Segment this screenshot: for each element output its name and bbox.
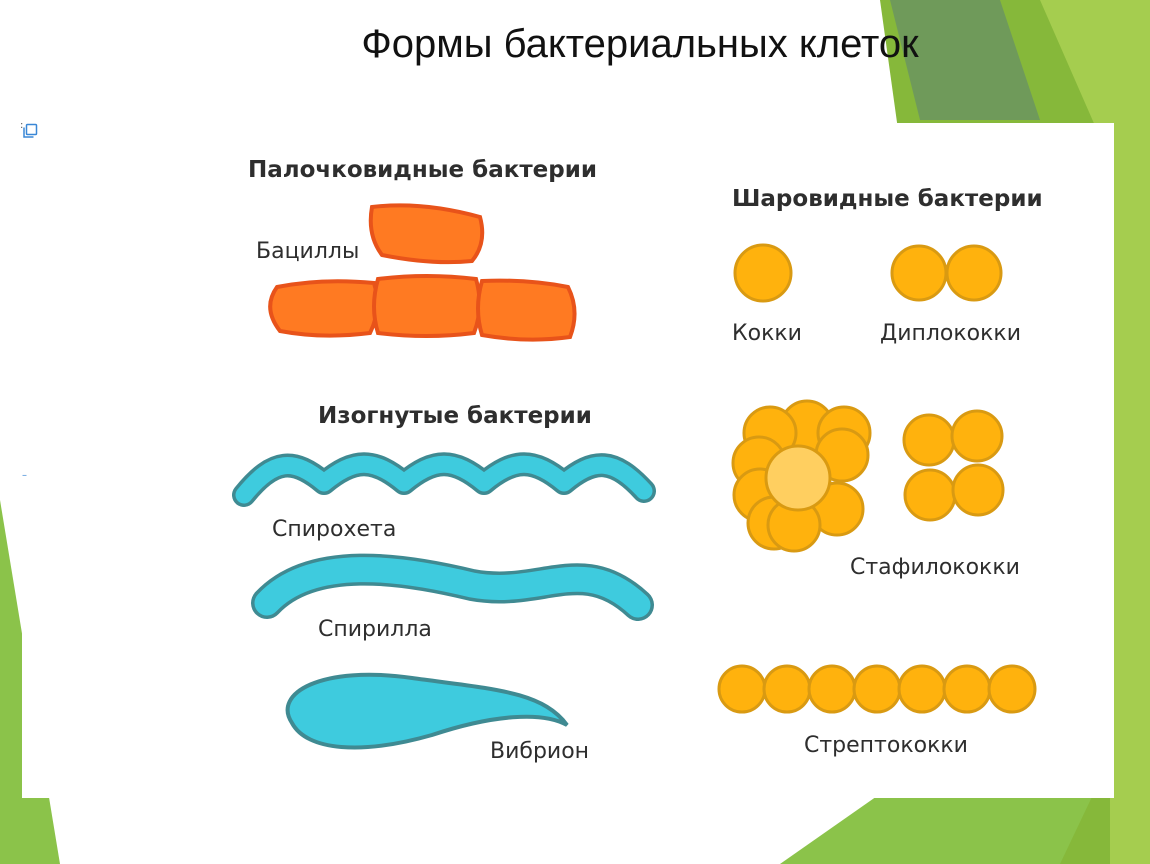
strep-cell <box>762 664 812 714</box>
label-bacilli: Бациллы <box>256 239 360 264</box>
spirochete-shape <box>232 452 656 507</box>
bacteria-drawing <box>232 203 1037 750</box>
staphylococcus-square <box>902 409 1005 522</box>
staphylococcus-cluster <box>731 399 872 553</box>
vibrio-shape <box>285 672 569 750</box>
spirilla-shape <box>251 553 654 621</box>
staph-square-cell <box>902 413 956 467</box>
heading-curved-bacteria: Изогнутые бактерии <box>318 403 592 429</box>
staph-square-cell <box>950 409 1004 463</box>
coccus <box>733 243 793 303</box>
label-staphylococci: Стафилококки <box>850 555 1020 580</box>
diplococcus-right <box>945 244 1003 302</box>
diplococcus-group <box>890 244 1003 302</box>
coccus-group <box>733 243 793 303</box>
streptococcus-chain <box>717 664 1037 714</box>
strep-cell <box>897 664 947 714</box>
staph-square-cell <box>903 468 957 522</box>
side-mark: : <box>20 120 24 131</box>
bacilli-group <box>268 203 577 342</box>
label-diplococci: Диплококки <box>880 321 1022 346</box>
green-band-mid <box>890 0 1040 120</box>
copy-icon[interactable] <box>22 123 38 139</box>
green-band-bottom <box>780 780 1100 864</box>
label-vibrio: Вибрион <box>490 739 590 764</box>
label-spirochete: Спирохета <box>272 517 397 542</box>
strep-cell <box>987 664 1037 714</box>
staph-square-cell <box>951 463 1005 517</box>
side-dash: – <box>22 470 27 481</box>
strep-cell <box>717 664 767 714</box>
bacillus-chain-2 <box>372 274 482 338</box>
diplococcus-left <box>890 244 948 302</box>
strep-cell <box>942 664 992 714</box>
heading-rod-bacteria: Палочковидные бактерии <box>248 157 597 183</box>
strep-cell <box>807 664 857 714</box>
bacillus-chain-3 <box>476 278 577 342</box>
label-spirilla: Спирилла <box>318 617 432 642</box>
bacillus-chain-1 <box>268 279 380 338</box>
staph-center <box>764 444 832 512</box>
spirilla-fill <box>254 557 651 618</box>
label-cocci: Кокки <box>732 321 802 346</box>
strep-cell <box>852 664 902 714</box>
heading-spherical-bacteria: Шаровидные бактерии <box>732 186 1043 212</box>
label-streptococci: Стрептококки <box>804 733 968 758</box>
slide-title: Формы бактериальных клеток <box>361 22 919 66</box>
spirochete-fill <box>235 455 653 504</box>
diagram-panel: Палочковидные бактерии Шаровидные бактер… <box>22 123 1114 798</box>
bacillus-single <box>368 203 485 265</box>
